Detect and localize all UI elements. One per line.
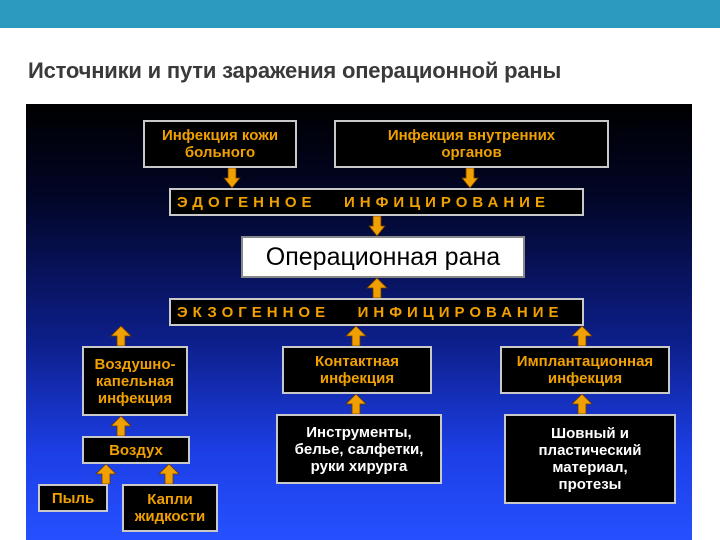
arrows-layer — [95, 167, 593, 485]
endogenous-infection-bar: ЭДОГЕННОЕ ИНФИЦИРОВАНИЕ — [169, 188, 584, 216]
arrow-airborne-to-exogenous — [110, 325, 132, 347]
organ-infection-box: Инфекция внутренних органов — [334, 120, 609, 168]
arrow-droplets-to-air — [158, 463, 180, 485]
diagram-panel: Инфекция кожи больного Инфекция внутренн… — [26, 104, 692, 540]
sutures-materials-box: Шовный и пластический материал, протезы — [504, 414, 676, 504]
air-box: Воздух — [82, 436, 190, 464]
arrow-exogenous-to-wound — [366, 277, 388, 299]
arrow-sutures-to-implant — [571, 393, 593, 415]
arrow-dust-to-air — [95, 463, 117, 485]
header-bar — [0, 0, 720, 28]
instruments-box: Инструменты, белье, салфетки, руки хирур… — [276, 414, 442, 484]
skin-infection-box: Инфекция кожи больного — [143, 120, 297, 168]
arrow-implant-to-exogenous — [571, 325, 593, 347]
slide-title: Источники и пути заражения операционной … — [28, 58, 562, 83]
airborne-infection-box: Воздушно- капельная инфекция — [82, 346, 188, 416]
arrow-instruments-to-contact — [345, 393, 367, 415]
contact-infection-box: Контактная инфекция — [282, 346, 432, 394]
exogenous-infection-bar: ЭКЗОГЕННОЕ ИНФИЦИРОВАНИЕ — [169, 298, 584, 326]
arrow-air-to-airborne — [110, 415, 132, 437]
arrow-organs-to-endogenous — [461, 167, 479, 189]
operating-wound-box: Операционная рана — [241, 236, 525, 278]
arrow-contact-to-exogenous — [345, 325, 367, 347]
dust-box: Пыль — [38, 484, 108, 512]
droplets-box: Капли жидкости — [122, 484, 218, 532]
implant-infection-box: Имплантационная инфекция — [500, 346, 670, 394]
arrow-skin-to-endogenous — [223, 167, 241, 189]
arrow-endogenous-to-wound — [368, 215, 386, 237]
